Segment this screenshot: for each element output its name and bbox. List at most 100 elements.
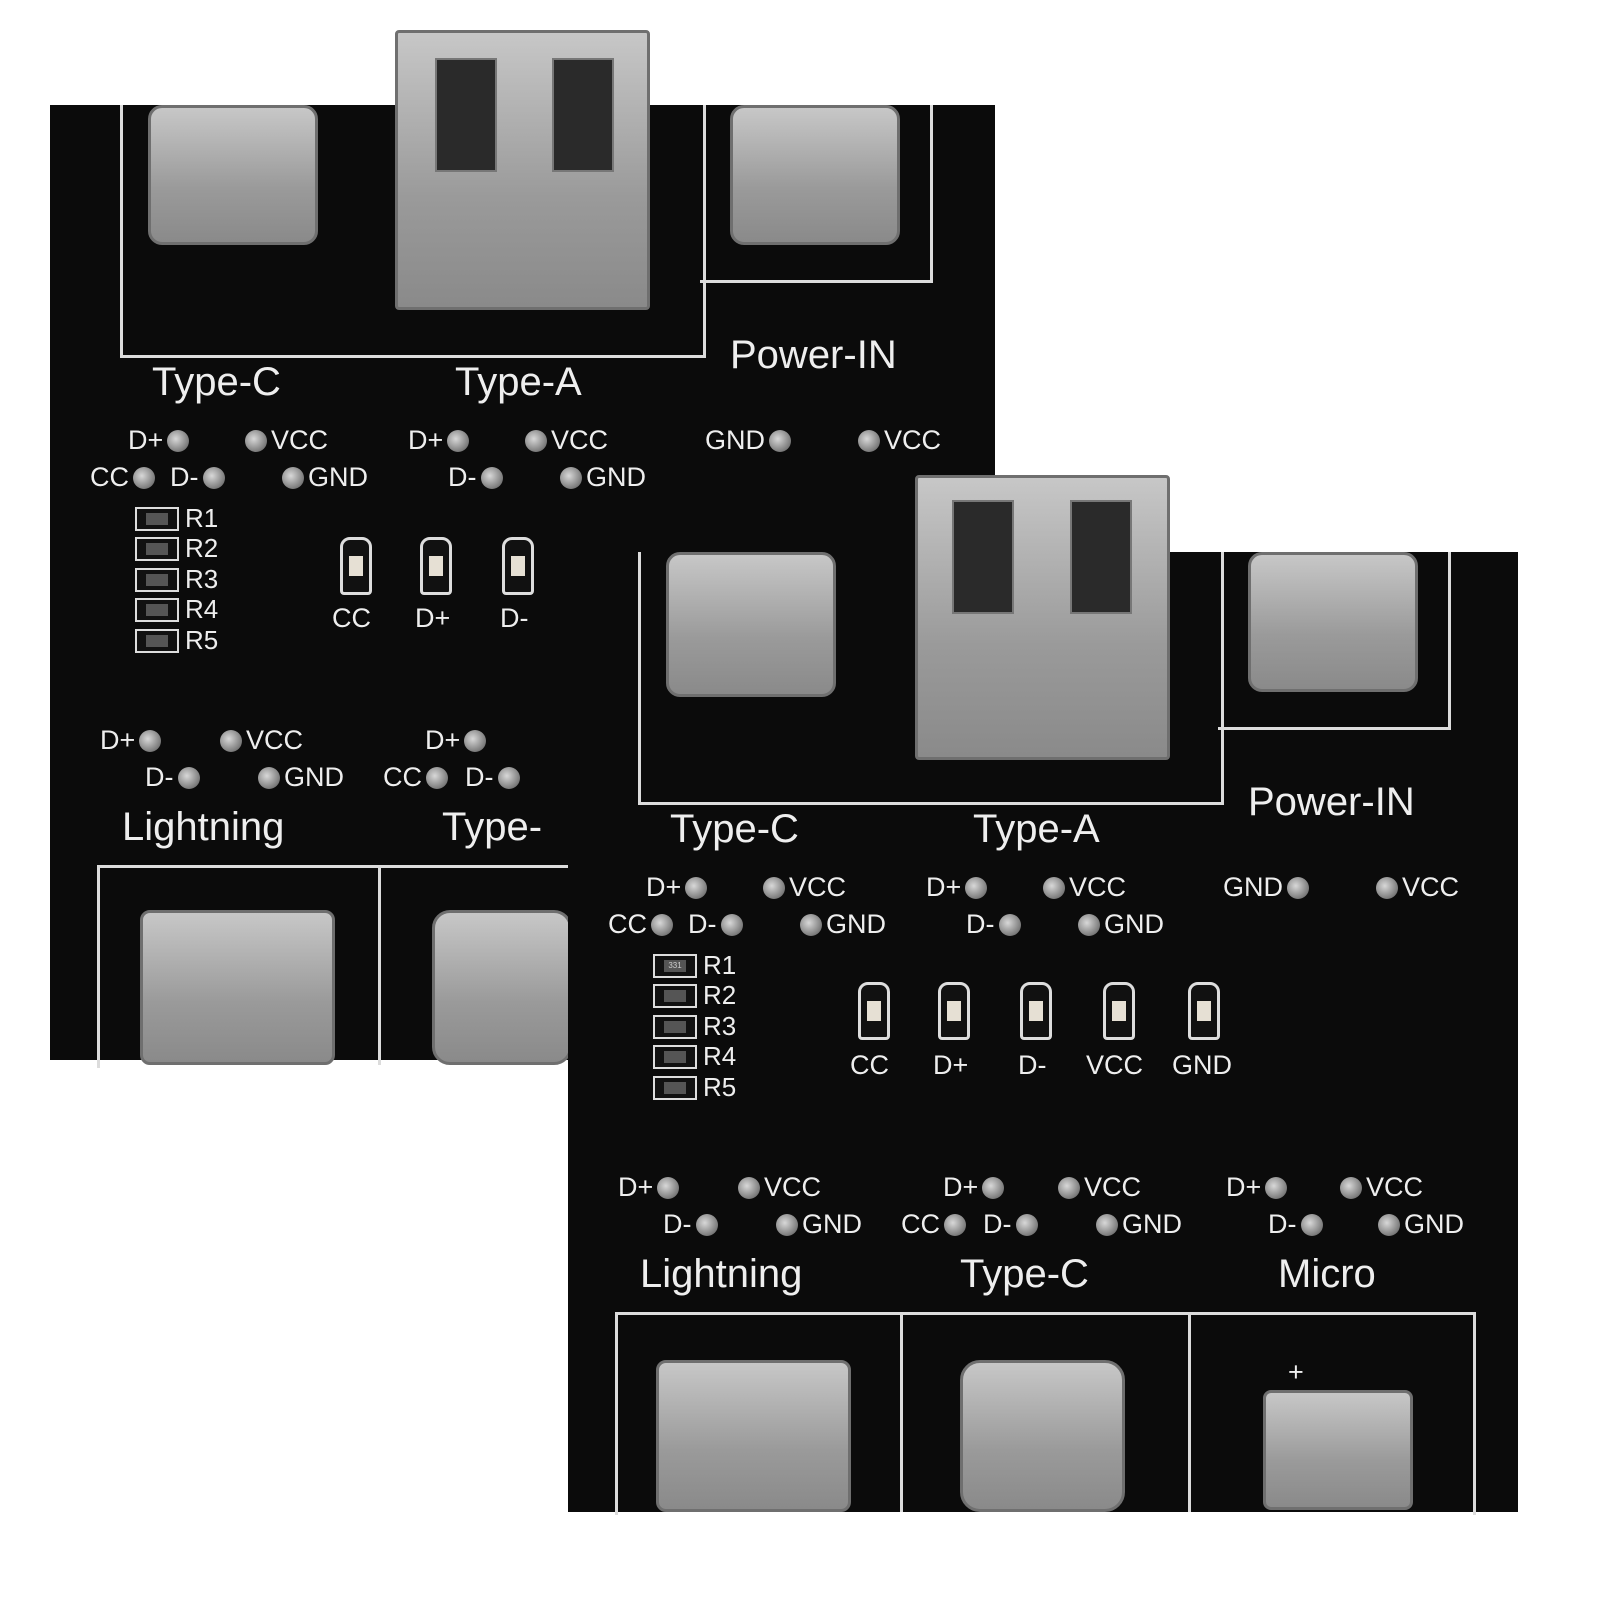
front-pin-btc-dplus: D+ [943, 1172, 1005, 1203]
test-pad [763, 876, 785, 899]
test-pad [560, 466, 582, 489]
front-pin-ta-vcc: VCC [1043, 872, 1126, 903]
front-pin-lt-gnd: GND [776, 1209, 862, 1240]
back-pin-btc-dminus: D- [465, 762, 520, 793]
test-pad [1340, 1176, 1362, 1199]
front-led-vcc-label: VCC [1086, 1050, 1144, 1080]
back-pin-ta-vcc: VCC [525, 425, 608, 456]
front-led-cc-label: CC [850, 1050, 889, 1080]
test-pad [858, 429, 880, 452]
back-pin-lt-vcc: VCC [220, 725, 303, 756]
test-pad [1287, 876, 1309, 899]
front-resistor-r2: R2 [653, 980, 736, 1011]
test-pad [497, 766, 520, 789]
test-pad [258, 766, 280, 789]
test-pad [139, 729, 162, 752]
resistor-chip [135, 597, 179, 622]
test-pad [695, 1213, 718, 1236]
back-type-a-slot-right [552, 58, 614, 172]
front-bottom-divider-2 [1188, 1312, 1191, 1512]
back-pin-lt-dminus: D- [145, 762, 200, 793]
back-led-cc-label: CC [332, 603, 371, 633]
test-pad [167, 429, 190, 452]
test-pad [220, 729, 242, 752]
back-pin-tc-vcc: VCC [245, 425, 328, 456]
front-pin-btc-cc: CC [901, 1209, 966, 1240]
test-pad [685, 876, 708, 899]
back-lightning-port [140, 910, 335, 1065]
resistor-chip [653, 1075, 697, 1100]
front-resistor-r4: R4 [653, 1041, 736, 1072]
back-label-type-c: Type-C [152, 360, 281, 404]
front-pin-tc-dplus: D+ [646, 872, 708, 903]
back-label-type-c-bottom: Type- [442, 805, 543, 849]
back-type-c-bottom-port [432, 910, 572, 1065]
back-led-dminus [502, 537, 534, 595]
test-pad [769, 429, 791, 452]
front-pin-ta-gnd: GND [1078, 909, 1164, 940]
front-pin-lt-dplus: D+ [618, 1172, 680, 1203]
test-pad [944, 1213, 966, 1236]
front-led-dminus-label: D- [1018, 1050, 1047, 1080]
test-pad [800, 913, 822, 936]
front-type-a-slot-right [1070, 500, 1132, 614]
test-pad [1043, 876, 1065, 899]
back-power-type-c-port [730, 105, 900, 245]
back-pin-ta-dplus: D+ [408, 425, 470, 456]
front-pin-btc-vcc: VCC [1058, 1172, 1141, 1203]
test-pad [1378, 1213, 1400, 1236]
front-type-a-slot-left [952, 500, 1014, 614]
front-resistor-r5: R5 [653, 1072, 736, 1103]
front-led-gnd [1188, 982, 1220, 1040]
test-pad [447, 429, 470, 452]
test-pad [1078, 913, 1100, 936]
resistor-chip [135, 567, 179, 592]
test-pad [998, 913, 1021, 936]
back-led-dplus [420, 537, 452, 595]
test-pad [1015, 1213, 1038, 1236]
resistor-chip [653, 1044, 697, 1069]
front-pin-btc-dminus: D- [983, 1209, 1038, 1240]
test-pad [1300, 1213, 1323, 1236]
resistor-chip: 331 [653, 953, 697, 978]
back-label-lightning: Lightning [122, 805, 285, 849]
back-pin-power-vcc: VCC [858, 425, 941, 456]
test-pad [202, 466, 225, 489]
front-bottom-outline [615, 1312, 1476, 1515]
back-type-c-port [148, 105, 318, 245]
test-pad [738, 1176, 760, 1199]
front-led-vcc [1103, 982, 1135, 1040]
front-label-type-a: Type-A [973, 807, 1100, 851]
test-pad [1376, 876, 1398, 899]
back-pin-lt-dplus: D+ [100, 725, 162, 756]
test-pad [245, 429, 267, 452]
front-power-outline [1218, 552, 1451, 730]
back-top-left-outline [120, 105, 706, 358]
front-label-lightning: Lightning [640, 1252, 803, 1296]
back-pin-btc-dplus: D+ [425, 725, 487, 756]
front-led-gnd-label: GND [1172, 1050, 1232, 1080]
test-pad [1265, 1176, 1288, 1199]
back-led-dplus-label: D+ [415, 603, 451, 633]
back-resistor-r5: R5 [135, 625, 218, 656]
front-label-type-c: Type-C [670, 807, 799, 851]
back-resistor-r2: R2 [135, 533, 218, 564]
front-pin-tc-vcc: VCC [763, 872, 846, 903]
test-pad [177, 766, 200, 789]
front-pin-ta-dplus: D+ [926, 872, 988, 903]
resistor-chip [135, 506, 179, 531]
test-pad [282, 466, 304, 489]
resistor-chip [135, 536, 179, 561]
back-resistor-r3: R3 [135, 564, 218, 595]
front-top-left-outline [638, 552, 1224, 805]
front-led-cc [858, 982, 890, 1040]
front-power-type-c-port [1248, 552, 1418, 692]
front-pin-power-vcc: VCC [1376, 872, 1459, 903]
front-pcb-board: Type-C Type-A Power-IN D+ VCC CC D- GND … [568, 552, 1518, 1515]
test-pad [480, 466, 503, 489]
front-pin-mc-gnd: GND [1378, 1209, 1464, 1240]
test-pad [464, 729, 487, 752]
front-resistor-r3: R3 [653, 1011, 736, 1042]
back-led-cc [340, 537, 372, 595]
